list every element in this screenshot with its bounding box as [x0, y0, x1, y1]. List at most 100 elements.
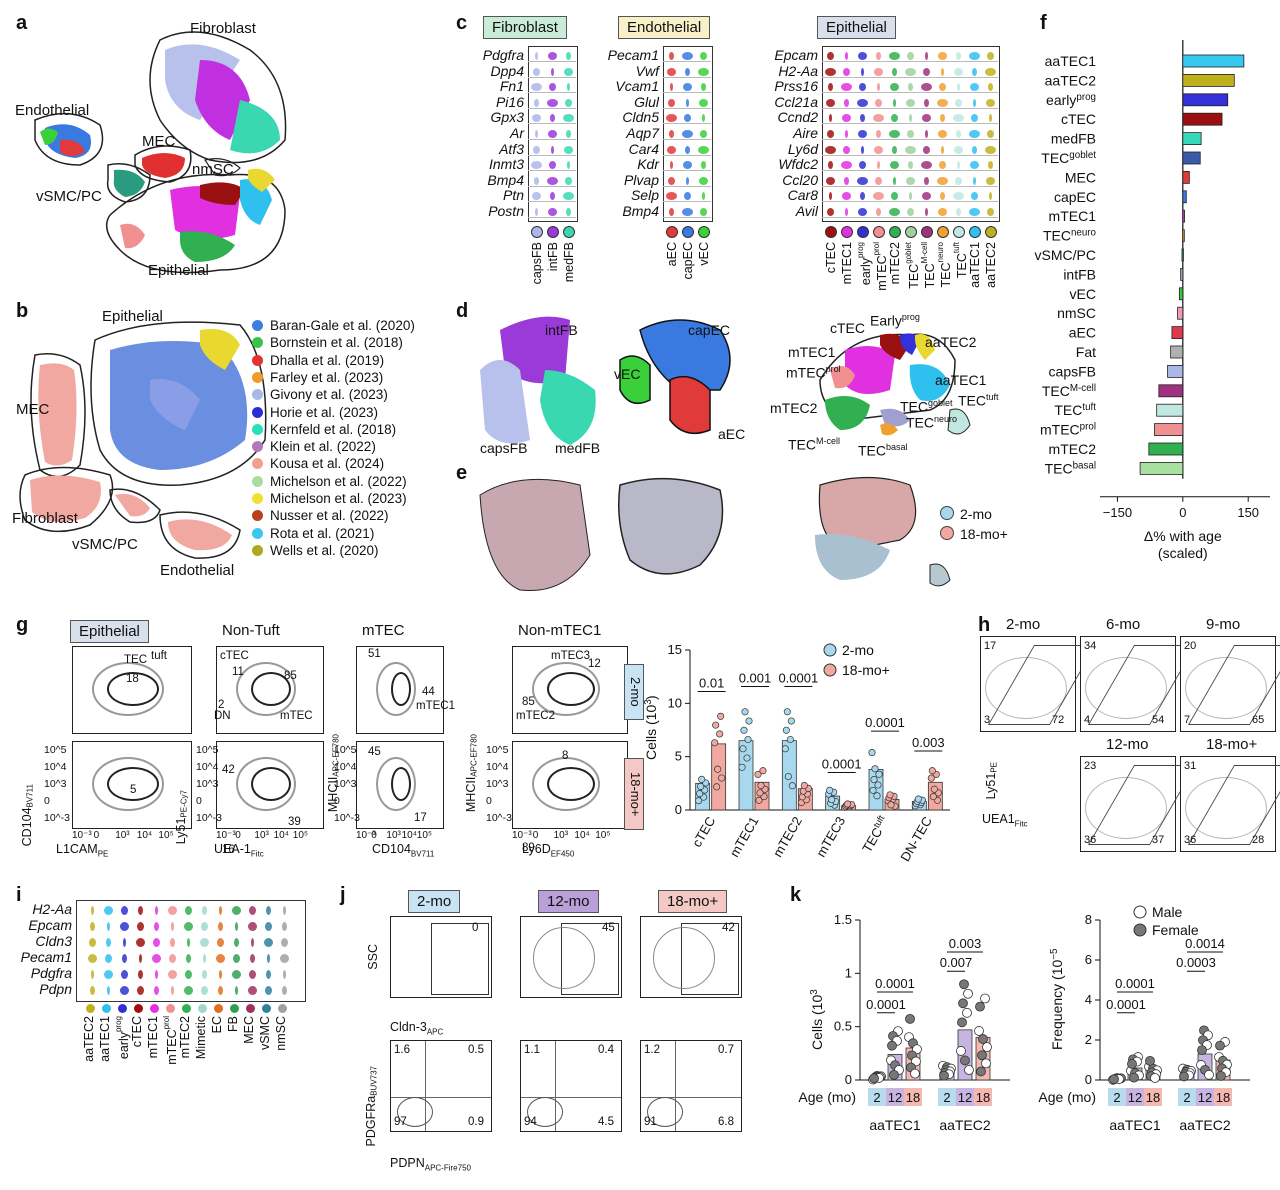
row-line	[528, 185, 576, 187]
cell-dot	[985, 226, 997, 238]
violin-mark	[876, 83, 880, 92]
cell-label: aaTEC2	[984, 242, 998, 288]
violin-mark	[683, 192, 691, 201]
contour	[527, 1097, 563, 1127]
cell-dot	[841, 226, 853, 238]
violin-mark	[530, 83, 542, 92]
violin-mark	[89, 922, 95, 931]
legend-dot	[940, 526, 954, 540]
violin-mark	[681, 208, 693, 216]
age-label: 18	[976, 1090, 990, 1105]
plot-title: 2-mo	[1006, 616, 1041, 633]
gate-value: 17	[984, 640, 997, 652]
gene-label: Pdpn	[39, 981, 72, 997]
violin-mark	[872, 192, 884, 201]
age-box	[1126, 1088, 1144, 1106]
violin-mark	[908, 114, 912, 123]
p-value: 0.0003	[1176, 955, 1216, 970]
gene-label: Ccl20	[782, 171, 818, 188]
y-axis-label: MHCIIAPC-EF780	[464, 734, 479, 813]
age-tag: 2-mo	[408, 890, 461, 913]
axis-sub: BV711	[410, 849, 435, 859]
gate-value: 72	[1052, 714, 1065, 726]
legend-item: Nusser et al. (2022)	[252, 508, 389, 523]
category-label: cTEC	[689, 814, 718, 850]
violin-mark	[532, 145, 540, 154]
gate-value: 20	[1184, 640, 1197, 652]
bar	[1181, 248, 1184, 262]
category-label: TECtuft	[1054, 402, 1096, 418]
violin-mark	[936, 98, 948, 107]
violin-mark	[266, 954, 270, 963]
row-line	[663, 185, 711, 187]
p-value: 0.001	[739, 671, 772, 686]
flow-plot-bottom	[520, 1040, 622, 1132]
data-point	[978, 1034, 988, 1044]
violin-mark	[119, 922, 129, 931]
violin-mark	[842, 145, 850, 154]
age-box	[886, 1088, 904, 1106]
quad-value: 4.5	[598, 1116, 614, 1128]
x-tick-label: 10⁵	[595, 830, 611, 841]
gene-label: Epcam	[28, 917, 72, 933]
axis-sub: Fitc	[1014, 819, 1028, 829]
gene-label: Ar	[510, 125, 524, 141]
violin-mark	[264, 922, 272, 931]
y-axis-label: Ly51PE	[984, 762, 999, 800]
contour	[251, 672, 291, 706]
y-tick-label: 10^4	[334, 761, 357, 773]
violin-mark	[888, 208, 900, 216]
gene-label: Prss16	[774, 78, 818, 95]
violin-mark	[547, 130, 557, 138]
violin-mark	[199, 938, 209, 947]
violin-mark	[89, 986, 95, 995]
cell-dot	[230, 1004, 239, 1013]
legend-label: Baran-Gale et al. (2020)	[270, 318, 415, 333]
violin-mark	[875, 208, 881, 216]
row-line	[822, 92, 998, 94]
violin-mark	[170, 986, 174, 995]
cluster-label: MEC	[16, 401, 50, 418]
violin-mark	[699, 130, 707, 138]
y-tick-label: 10^3	[486, 778, 509, 790]
violin-mark	[875, 130, 881, 138]
violin-mark	[988, 192, 992, 201]
violin-mark	[907, 83, 913, 92]
cell-label: vEC	[697, 242, 711, 266]
violin-mark	[972, 98, 976, 107]
data-point	[756, 789, 764, 797]
plot-title: 6-mo	[1106, 616, 1141, 633]
data-point	[739, 745, 747, 753]
cell-dot	[118, 1004, 127, 1013]
data-point	[755, 796, 763, 804]
data-point	[738, 763, 746, 771]
cell-dot	[953, 226, 965, 238]
contour	[236, 757, 296, 811]
violin-mark	[234, 922, 238, 931]
cluster-label: aaTEC1	[935, 372, 987, 388]
p-value: 0.0001	[778, 671, 818, 686]
violin-mark	[121, 954, 127, 963]
violin-mark	[972, 176, 976, 185]
data-point	[875, 770, 883, 778]
data-point	[956, 1046, 966, 1056]
violin-frame	[822, 46, 1000, 222]
cell-label: TECneuro	[936, 242, 954, 288]
cell-label: cTEC	[130, 1016, 144, 1048]
group-title: Endothelial	[618, 16, 711, 39]
quad-value: 97	[394, 1116, 407, 1128]
x-axis-label: CD104BV711	[372, 842, 435, 859]
violin-mark	[952, 192, 964, 201]
age-label: 2	[1113, 1090, 1120, 1105]
violin-mark	[826, 52, 834, 60]
violin-mark	[904, 145, 916, 154]
cluster-label: intFB	[545, 322, 578, 338]
violin-mark	[201, 970, 207, 979]
y-tick-label: 10^5	[486, 744, 509, 756]
age-label: 2	[1183, 1090, 1190, 1105]
legend-label: Givony et al. (2023)	[270, 387, 388, 403]
panel-label-c: c	[456, 12, 468, 34]
category-label: vSMC/PC	[1035, 247, 1096, 263]
violin-mark	[531, 192, 541, 201]
